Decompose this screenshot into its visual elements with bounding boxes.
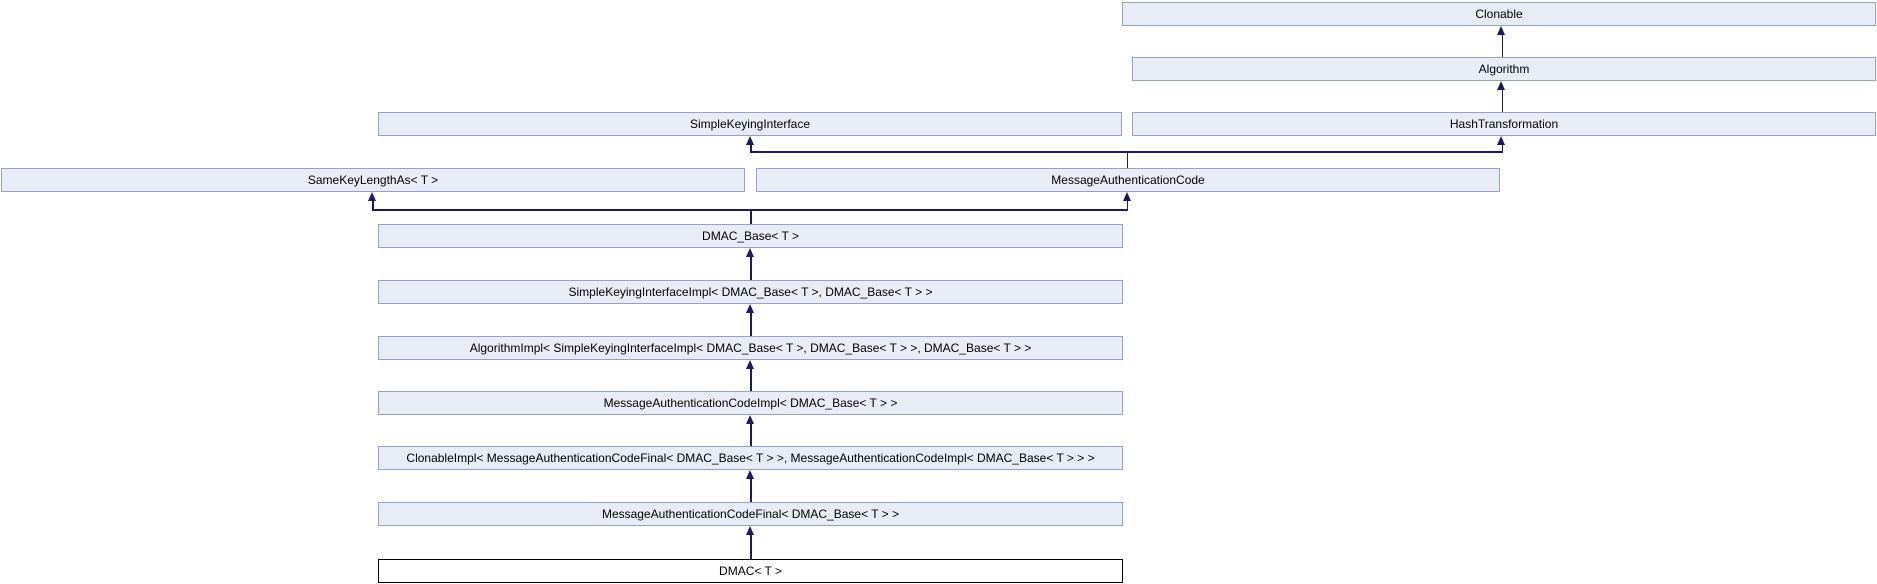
edge-mac-to-hash-transformation-stub [1501, 144, 1503, 153]
arrowhead-dmac-to-mac-final [745, 526, 754, 535]
edge-algorithm-to-clonable [1501, 34, 1503, 57]
edge-dmac-base-to-same-key-length-as-stub [372, 200, 374, 210]
arrowhead-algorithm-impl-to-ski-impl [745, 304, 754, 313]
edge-algorithm-impl-to-ski-impl [750, 312, 752, 336]
arrowhead-mac-to-simple-keying-interface [745, 136, 754, 145]
edge-ski-impl-to-dmac-base [750, 256, 752, 280]
arrowhead-mac-impl-to-algorithm-impl [745, 360, 754, 369]
node-simple-keying-interface[interactable]: SimpleKeyingInterface [378, 112, 1122, 136]
edge-dmac-base-riser [750, 209, 752, 224]
node-message-authentication-code[interactable]: MessageAuthenticationCode [756, 168, 1500, 192]
arrowhead-dmac-base-to-mac [1122, 192, 1131, 201]
node-dmac: DMAC< T > [378, 559, 1123, 583]
edge-dmac-to-mac-final [750, 534, 752, 559]
node-message-authentication-code-impl[interactable]: MessageAuthenticationCodeImpl< DMAC_Base… [378, 391, 1123, 415]
node-dmac-base[interactable]: DMAC_Base< T > [378, 224, 1123, 248]
arrowhead-mac-to-hash-transformation [1497, 136, 1505, 145]
node-clonable[interactable]: Clonable [1122, 2, 1876, 26]
node-message-authentication-code-final[interactable]: MessageAuthenticationCodeFinal< DMAC_Bas… [378, 502, 1123, 526]
arrowhead-algorithm-to-clonable [1497, 26, 1505, 35]
arrowhead-hash-transformation-to-algorithm [1497, 81, 1505, 90]
edge-mac-to-simple-keying-interface-stub [750, 144, 752, 153]
edge-dmac-base-to-mac-stub [1126, 200, 1128, 210]
node-clonable-impl[interactable]: ClonableImpl< MessageAuthenticationCodeF… [378, 446, 1123, 470]
edge-clonable-impl-to-mac-impl [750, 423, 752, 446]
arrowhead-ski-impl-to-dmac-base [745, 248, 754, 257]
arrowhead-dmac-base-to-same-key-length-as [367, 192, 376, 201]
arrowhead-mac-final-to-clonable-impl [745, 470, 754, 479]
arrowhead-clonable-impl-to-mac-impl [745, 415, 754, 424]
edge-mac-impl-to-algorithm-impl [750, 368, 752, 391]
node-algorithm-impl[interactable]: AlgorithmImpl< SimpleKeyingInterfaceImpl… [378, 336, 1123, 360]
edge-hash-transformation-to-algorithm [1501, 89, 1503, 112]
edge-mac-riser [1126, 151, 1128, 168]
node-hash-transformation[interactable]: HashTransformation [1132, 112, 1876, 136]
edge-mac-final-to-clonable-impl [750, 478, 752, 502]
node-simple-keying-interface-impl[interactable]: SimpleKeyingInterfaceImpl< DMAC_Base< T … [378, 280, 1123, 304]
node-same-key-length-as[interactable]: SameKeyLengthAs< T > [1, 168, 745, 192]
node-algorithm[interactable]: Algorithm [1132, 57, 1876, 81]
